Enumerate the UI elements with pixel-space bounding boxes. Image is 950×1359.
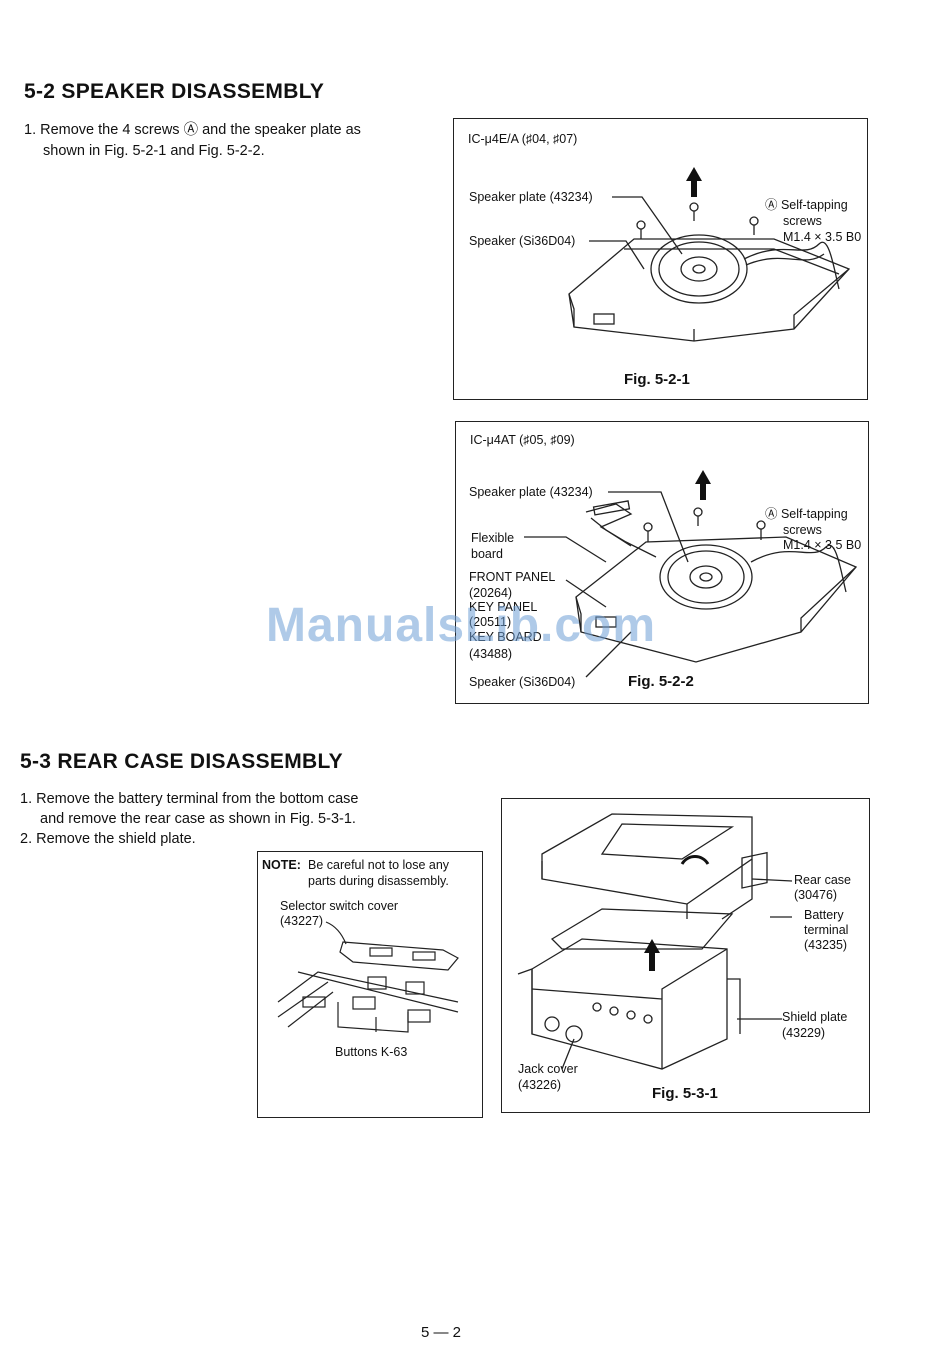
figure-5-2-1: IC-μ4E/A (♯04, ♯07) Speaker plate (43234… [453, 118, 868, 400]
step-1-line-2: and remove the rear case as shown in Fig… [40, 811, 356, 827]
screws-label-1: Ⓐ Self-tapping [765, 507, 848, 521]
model-label: IC-μ4E/A (♯04, ♯07) [468, 132, 578, 146]
key-panel-label-2: (20511) [469, 615, 512, 629]
screws-label-3: M1.4 × 3.5 B0 [783, 230, 862, 244]
watermark: ManualsLib.com [266, 599, 657, 652]
screws-label-2: screws [783, 523, 822, 537]
buttons-label: Buttons K-63 [335, 1045, 408, 1059]
speaker-label: Speaker (Si36D04) [469, 675, 576, 689]
shield-plate-label-1: Shield plate [782, 1010, 848, 1024]
selector-switch-label-1: Selector switch cover [280, 899, 399, 913]
jack-cover-label-1: Jack cover [518, 1062, 578, 1076]
note-line-1: Be careful not to lose any [308, 858, 450, 872]
step-1-line-1: 1. Remove the 4 screws Ⓐ and the speaker… [24, 122, 361, 138]
speaker-assembly-drawing-1 [568, 167, 851, 342]
front-panel-label-1: FRONT PANEL [469, 570, 556, 584]
selector-cover-drawing [277, 921, 459, 1033]
battery-terminal-label-3: (43235) [804, 938, 848, 952]
screws-label-2: screws [783, 214, 822, 228]
note-label: NOTE: [262, 858, 301, 872]
speaker-label: Speaker (Si36D04) [469, 234, 576, 248]
front-panel-label-2: (20264) [469, 586, 513, 600]
key-board-label-1: KEY BOARD [469, 630, 542, 644]
shield-plate-label-2: (43229) [782, 1026, 826, 1040]
flexible-board-label-2: board [471, 547, 503, 561]
rear-case-label-1: Rear case [794, 873, 851, 887]
screws-label-1: Ⓐ Self-tapping [765, 198, 848, 212]
speaker-assembly-drawing-2 [524, 470, 858, 678]
rear-case-label-2: (30476) [794, 888, 838, 902]
section-title-5-3: 5-3 REAR CASE DISASSEMBLY [20, 750, 343, 773]
selector-switch-label-2: (43227) [280, 914, 324, 928]
flexible-board-label-1: Flexible [471, 531, 515, 545]
speaker-plate-label: Speaker plate (43234) [469, 485, 593, 499]
key-board-label-2: (43488) [469, 647, 513, 661]
figure-5-3-1: Rear case (30476) Battery terminal (4323… [501, 798, 870, 1113]
jack-cover-label-2: (43226) [518, 1078, 562, 1092]
battery-terminal-label-1: Battery [804, 908, 844, 922]
rear-case-drawing [517, 813, 793, 1070]
figure-caption: Fig. 5-2-2 [628, 673, 694, 690]
model-label: IC-μ4AT (♯05, ♯09) [470, 433, 575, 447]
note-box: NOTE: Be careful not to lose any parts d… [257, 851, 483, 1118]
key-panel-label-1: KEY PANEL [469, 600, 538, 614]
section-title-5-2: 5-2 SPEAKER DISASSEMBLY [24, 80, 325, 103]
step-2: 2. Remove the shield plate. [20, 831, 196, 847]
speaker-plate-label: Speaker plate (43234) [469, 190, 593, 204]
battery-terminal-label-2: terminal [804, 923, 849, 937]
note-line-2: parts during disassembly. [308, 874, 449, 888]
figure-5-2-2: IC-μ4AT (♯05, ♯09) Speaker plate (43234)… [455, 421, 869, 704]
screws-label-3: M1.4 × 3.5 B0 [783, 538, 862, 552]
step-1-line-2: shown in Fig. 5-2-1 and Fig. 5-2-2. [43, 143, 265, 159]
page-number: 5 — 2 [421, 1324, 462, 1341]
figure-caption: Fig. 5-2-1 [624, 371, 690, 388]
figure-caption: Fig. 5-3-1 [652, 1085, 718, 1102]
step-1-line-1: 1. Remove the battery terminal from the … [20, 791, 359, 807]
